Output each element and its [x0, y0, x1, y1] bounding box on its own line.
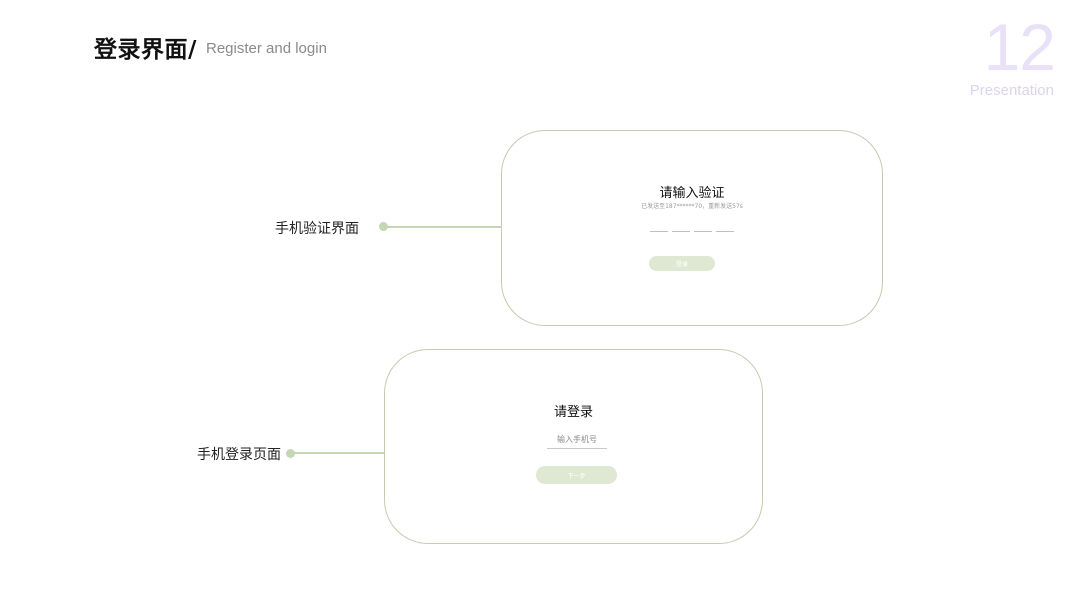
- callout-label-verify: 手机验证界面: [275, 221, 359, 237]
- code-slot-1[interactable]: [650, 231, 668, 232]
- connector-dot-login: [286, 449, 295, 458]
- code-slot-2[interactable]: [672, 231, 690, 232]
- verify-title: 请输入验证: [659, 186, 725, 201]
- page-subtitle: Register and login: [206, 40, 327, 57]
- page-tag: Presentation: [969, 82, 1054, 99]
- connector-line-verify: [387, 226, 501, 228]
- code-slot-4[interactable]: [716, 231, 734, 232]
- login-screen-card: 请登录 输入手机号 下一步: [384, 349, 763, 544]
- verify-hint: 已发送至187******70，重新发送57s: [641, 203, 743, 210]
- verify-screen-card: 请输入验证 已发送至187******70，重新发送57s 登录: [501, 130, 883, 326]
- page-number: 12: [983, 10, 1056, 84]
- callout-label-login: 手机登录页面: [197, 447, 281, 463]
- code-slot-3[interactable]: [694, 231, 712, 232]
- connector-dot-verify: [379, 222, 388, 231]
- login-button[interactable]: 登录: [649, 256, 715, 271]
- connector-line-login: [293, 452, 384, 454]
- phone-input[interactable]: 输入手机号: [547, 434, 607, 449]
- page-title: 登录界面/: [94, 37, 197, 63]
- next-step-button[interactable]: 下一步: [536, 466, 617, 484]
- login-title: 请登录: [553, 405, 593, 420]
- code-input-group[interactable]: [502, 231, 882, 232]
